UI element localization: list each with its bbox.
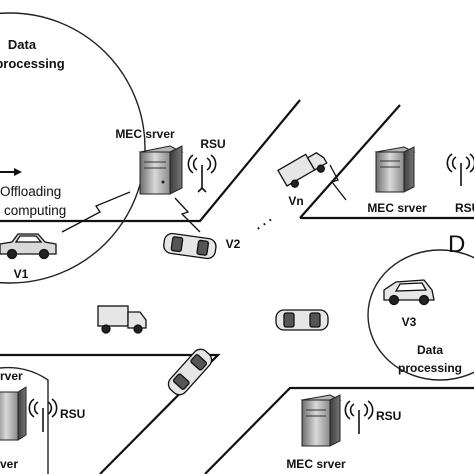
bottom-left-coverage-arc — [0, 366, 49, 474]
vn-label: Vn — [288, 194, 303, 208]
antenna-icon-bottom-mid — [344, 400, 374, 434]
antenna-icon-bottom-left — [28, 398, 58, 432]
road-edge-top-right — [299, 104, 401, 219]
server-icon-top-left — [138, 145, 184, 195]
wireless-link-vn-server — [329, 164, 347, 201]
offloading-arrow — [0, 168, 22, 176]
mec-server-label-top-right: MEC srver — [367, 201, 427, 215]
bottom-left-partial-ver: ver — [0, 457, 18, 471]
road-edge-bottom-left — [0, 353, 221, 474]
vehicle-v2-car — [163, 232, 217, 260]
d-label-partial: D — [448, 231, 465, 258]
right-circle-label-line2: processing — [398, 361, 462, 375]
offloading-label-line1: Offloading — [0, 184, 61, 199]
wireless-link-v1-server — [61, 191, 131, 233]
server-icon-bottom-left — [0, 386, 27, 441]
delivery-truck — [97, 305, 147, 334]
ellipsis-dots: . . . — [251, 210, 274, 233]
road-edges — [0, 99, 474, 474]
mec-server-label-bottom-mid: MEC srver — [286, 457, 346, 471]
center-car-top-view — [275, 309, 329, 331]
vehicle-v3-car — [383, 279, 435, 306]
right-circle-label-line1: Data — [417, 343, 443, 357]
server-icon-top-right — [374, 146, 416, 193]
offloading-label-line2: computing — [4, 203, 66, 218]
server-icon-bottom-mid — [300, 394, 342, 447]
vehicle-v1-car — [0, 233, 57, 260]
top-circle-label-line1: Data — [8, 37, 37, 52]
antenna-icon-top-right — [446, 153, 474, 186]
v2-label: V2 — [226, 237, 241, 251]
antenna-icon-top-left — [187, 154, 217, 193]
wireless-links — [61, 164, 347, 233]
vehicle-vn-truck — [277, 152, 328, 188]
v1-label: V1 — [14, 267, 29, 281]
rsu-label-bottom-mid: RSU — [376, 409, 401, 423]
wireless-link-v2-server — [174, 197, 201, 233]
road-edge-top-left — [0, 99, 301, 223]
rsu-label-top-right: RSU — [455, 201, 474, 215]
rsu-label-bottom-left: RSU — [60, 407, 85, 421]
top-left-coverage-circle — [0, 12, 146, 284]
top-circle-label-line2: processing — [0, 56, 65, 71]
mec-server-label-top-left: MEC srver — [115, 127, 175, 141]
right-coverage-circle — [367, 249, 474, 381]
v3-label: V3 — [402, 315, 417, 329]
bottom-left-partial-label: rver — [0, 369, 23, 383]
road-edge-bottom-mid — [204, 386, 474, 474]
rsu-label-top-left: RSU — [200, 137, 225, 151]
diagonal-car-top-view — [167, 348, 213, 396]
